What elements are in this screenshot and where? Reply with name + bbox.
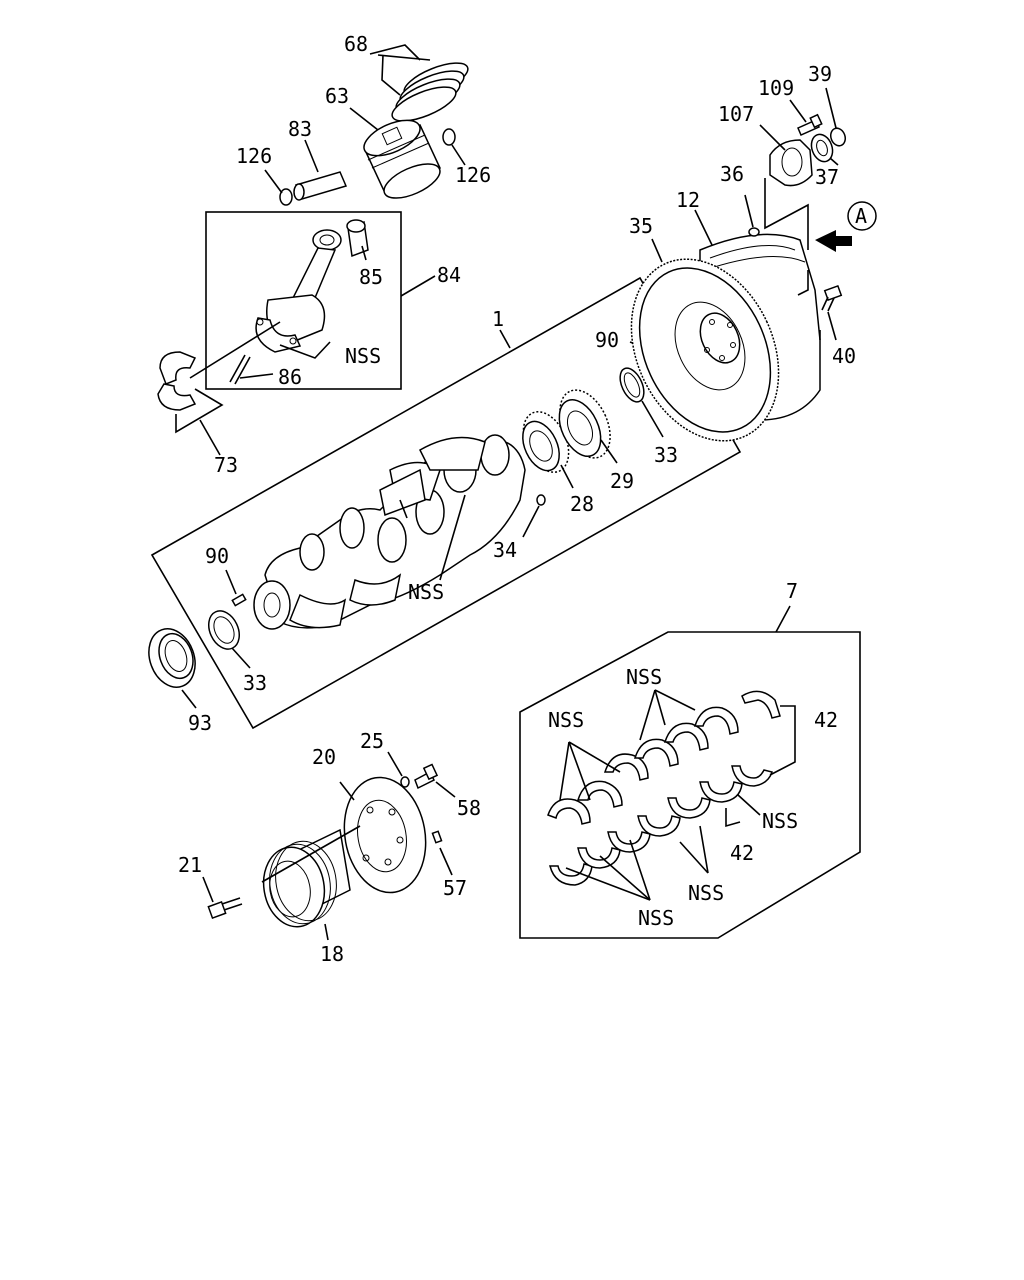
callout-42-upper: 42 [814, 708, 838, 732]
callout-33-front: 33 [243, 671, 267, 695]
callout-42-lower: 42 [730, 841, 754, 865]
washer-25 [400, 776, 410, 788]
callout-37: 37 [815, 165, 839, 189]
upper-main-bearings [547, 690, 781, 825]
callout-nss-bearing-5: NSS [638, 906, 674, 930]
callout-12: 12 [676, 188, 700, 212]
callout-93: 93 [188, 711, 212, 735]
crankshaft [253, 434, 526, 630]
bolt-40 [821, 284, 843, 312]
crank-gear-29 [558, 389, 611, 459]
callout-58: 58 [457, 796, 481, 820]
piston [363, 119, 441, 199]
callout-nss-bearing-4: NSS [688, 881, 724, 905]
callout-nss-bearing-1: NSS [548, 708, 584, 732]
pilot-bearing-37 [810, 133, 834, 163]
piston-pin [293, 171, 348, 201]
callout-126-left: 126 [236, 144, 272, 168]
callout-107: 107 [718, 102, 754, 126]
dowel-pin-90-front [231, 593, 247, 607]
rod-bearing [157, 351, 197, 411]
callout-84: 84 [437, 263, 461, 287]
callout-83: 83 [288, 117, 312, 141]
bushing-33-top [619, 367, 645, 403]
callout-33-top: 33 [654, 443, 678, 467]
rod-bolt [229, 354, 251, 385]
callout-1: 1 [492, 307, 504, 331]
snap-ring-39 [829, 127, 847, 147]
callout-86: 86 [278, 365, 302, 389]
pulley-18 [262, 828, 351, 928]
front-oil-seal-93 [148, 628, 196, 688]
callout-109: 109 [758, 76, 794, 100]
bolt-109 [797, 113, 823, 136]
callout-nss-crank: NSS [408, 580, 444, 604]
flywheel-35 [630, 258, 780, 442]
dowel-pin-57 [431, 830, 443, 844]
connecting-rod [255, 229, 342, 353]
callout-90-front: 90 [205, 544, 229, 568]
callout-40: 40 [832, 344, 856, 368]
view-a-arrow [815, 230, 852, 252]
piston-rings [391, 62, 469, 122]
callout-57: 57 [443, 876, 467, 900]
bearing-retainer-107 [769, 139, 813, 187]
connecting-rod-group-box [205, 211, 402, 390]
callout-68: 68 [344, 32, 368, 56]
callout-view-a: A [855, 204, 867, 228]
crank-pin-34 [536, 494, 546, 506]
callout-73: 73 [214, 453, 238, 477]
callout-39: 39 [808, 62, 832, 86]
bushing-33-front [208, 610, 240, 650]
callout-35: 35 [629, 214, 653, 238]
small-end-bushing [346, 219, 369, 258]
callout-7: 7 [786, 579, 798, 603]
callout-18: 18 [320, 942, 344, 966]
main-bearing-group-outline [519, 631, 861, 939]
view-a-circle [847, 201, 877, 231]
callout-25: 25 [360, 729, 384, 753]
snap-ring-right [442, 128, 456, 146]
callout-126-right: 126 [455, 163, 491, 187]
damper-20 [343, 776, 427, 894]
callout-21: 21 [178, 853, 202, 877]
callout-63: 63 [325, 84, 349, 108]
callout-nss-rod: NSS [345, 344, 381, 368]
bolt-58 [414, 763, 439, 790]
snap-ring-left [279, 188, 293, 206]
callout-nss-bearing-3: NSS [762, 809, 798, 833]
callout-20: 20 [312, 745, 336, 769]
callout-nss-bearing-2: NSS [626, 665, 662, 689]
callout-29: 29 [610, 469, 634, 493]
crankshaft-group-outline [150, 276, 742, 730]
dowel-pin-36 [748, 227, 760, 237]
callout-28: 28 [570, 492, 594, 516]
callout-34: 34 [493, 538, 517, 562]
callout-36: 36 [720, 162, 744, 186]
callout-85: 85 [359, 265, 383, 289]
lower-main-bearings [549, 765, 773, 886]
bolt-21 [207, 897, 243, 919]
callout-90-top: 90 [595, 328, 619, 352]
